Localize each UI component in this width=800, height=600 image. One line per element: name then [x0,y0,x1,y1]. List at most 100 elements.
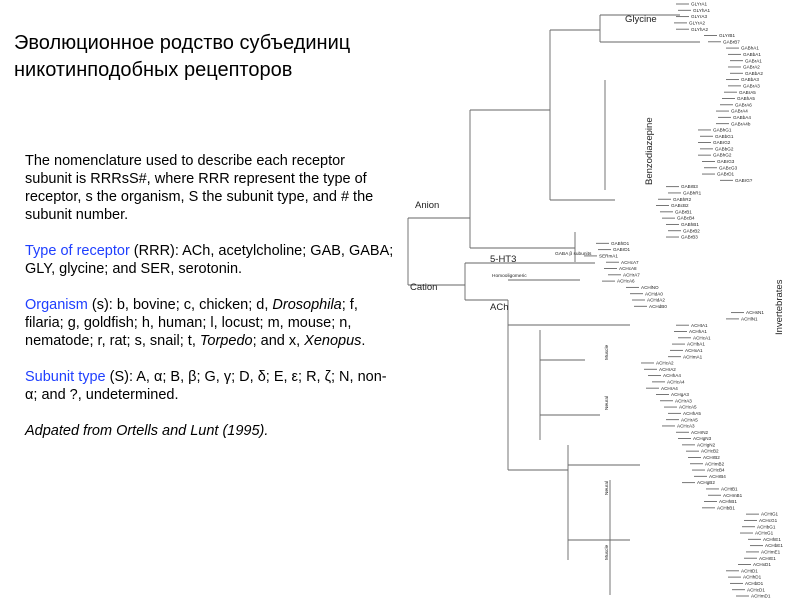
leaf-label: GABhD1 [611,241,630,246]
leaf-label: GABrA6 [735,102,752,107]
leaf-label: ACHmE1 [761,550,781,555]
receptor-text: (RRR): ACh, acetylcholine; GAB, GABA; GL… [25,243,394,277]
leaf-label: ACHlN1 [741,316,758,321]
leaf-label: GABbG1 [715,134,734,139]
anion-label: Anion [415,200,439,211]
leaf-label: GABbA4 [733,115,751,120]
leaf-label: ACHgB2 [697,480,715,485]
leaf-label: ACHhA1 [689,329,707,334]
leaf-label: ACHrB2 [703,455,720,460]
leaf-label: GABrA3 [743,83,760,88]
leaf-label: GABrD1 [717,172,735,177]
organism-label: Organism [25,297,88,313]
leaf-label: GABrA4b [731,121,751,126]
tree-branches [407,14,700,595]
leaf-label: ACHhB1 [719,499,737,504]
leaf-label: ACHgA3 [671,392,689,397]
leaf-label: ACHxG1 [755,531,774,536]
homooligomeric-label: Homooligomeric [492,273,527,279]
leaf-label: GLYrA3 [691,14,707,19]
subunit-paragraph: Subunit type (S): A, α; B, β; G, γ; D, δ… [25,368,395,404]
organism-text-2: ; f, filaria; g, goldfish; h, human; l, … [25,297,358,349]
receptor-label: Type of receptor [25,243,130,259]
leaf-label: ACHhA5 [683,411,701,416]
leaf-label: ACHcA6 [617,279,635,284]
organism-xenopus: Xenopus [304,333,362,349]
leaf-label: GABhG2 [713,153,732,158]
leaf-label: ACHlNO [641,285,659,290]
organism-text-1: (s): b, bovine; c, chicken; d, [87,297,273,313]
leaf-label: ACHcA7 [621,260,639,265]
leaf-label: ACHxD1 [753,562,771,567]
leaf-label: ACHrN2 [691,430,709,435]
leaf-label: ACHcB2 [701,449,719,454]
leaf-label: ACHbD1 [745,581,764,586]
leaf-label: GABrB3 [681,184,698,189]
leaf-label: ACHgN2 [697,442,716,447]
source-paragraph: Adpated from Ortells and Lunt (1995). [25,422,395,440]
leaf-label: GABrB1 [675,209,692,214]
organism-text-4: . [361,333,366,349]
subunit-text: (S): A, α; B, β; G, γ; D, δ; E, ε; R, ζ;… [25,369,387,403]
leaf-label: GABhR1 [683,191,702,196]
leaf-label: ACHcA4 [667,379,685,384]
leaf-label: ACHhE1 [763,537,781,542]
leaf-label: GLYrA1 [691,2,707,7]
leaf-label: GABrA1 [745,58,762,63]
leaf-label: ACHbG1 [757,524,776,529]
leaf-label: GABhA5 [737,96,755,101]
leaf-label: GABhA1 [741,46,759,51]
leaf-label: ACHcA2 [656,361,674,366]
organism-paragraph: Organism (s): b, bovine; c, chicken; d, … [25,296,395,350]
leaf-label: ACHmD1 [751,594,771,599]
leaf-label: GABrB2 [683,228,700,233]
leaf-label: ACHmA1 [683,354,703,359]
leaf-label: ACHcA8 [619,266,637,271]
neural-label-1: Neural [604,396,610,410]
leaf-label: ACHrA7 [623,272,640,277]
leaf-label: GLYrA2 [689,20,705,25]
leaf-label: ACHmB1 [723,493,743,498]
leaf-label: ACHrA3 [675,398,692,403]
source-citation: Adpated from Ortells and Lunt (1995). [25,423,269,439]
leaf-label: GABrA2 [743,65,760,70]
intro-paragraph: The nomenclature used to describe each r… [25,153,374,223]
leaf-label: GABbA3 [741,77,759,82]
leaf-label: GABcB4 [677,216,695,221]
leaf-label: ACHbA1 [687,342,705,347]
leaf-label: ACHgN3 [693,436,712,441]
leaf-label: GABrB7 [723,39,740,44]
leaf-label: GABrG3 [717,159,735,164]
leaf-label: GABbA2 [745,71,763,76]
muscle-label-2: Muscle [604,544,610,560]
leaf-label: ACHcB4 [707,468,725,473]
benzodiazepine-label: Benzodiazepine [644,117,655,185]
leaf-label: GABrA5 [739,90,756,95]
neural-label-2: Neural [604,481,610,495]
organism-torpedo: Torpedo [199,333,253,349]
leaf-label: ACHtB1 [721,487,738,492]
leaf-label: ACHcD1 [747,587,765,592]
organism-drosophila: Drosophila [272,297,342,313]
leaf-label: ACHbB1 [717,505,735,510]
leaf-label: GLYrB1 [719,33,735,38]
leaf-label: ACHsN1 [746,310,764,315]
leaf-label: GABrD1 [613,247,631,252]
leaf-label: GABhR2 [673,197,692,202]
leaf-label: ACHhD1 [743,575,762,580]
leaf-label: GABbG2 [715,146,734,151]
muscle-label-1: Muscle [604,344,610,360]
leaf-label: ACHdB0 [649,304,667,309]
receptor-paragraph: Type of receptor (RRR): ACh, acetylcholi… [25,242,395,278]
leaf-label: ACHcA3 [677,424,695,429]
leaf-label: ACHtA1 [691,323,708,328]
leaf-label: ACHrE1 [759,556,776,561]
leaf-label: ACHcG1 [759,518,778,523]
ach-label: ACh [490,302,508,313]
organism-text-3: ; and x, [252,333,305,349]
leaf-label: GLYhA1 [693,8,710,13]
leaf-label: ACHrA2 [659,367,676,372]
leaf-label: ACHcA1 [693,335,711,340]
ht3-label: 5-HT3 [490,254,516,265]
leaf-label: GABrG? [735,178,753,183]
